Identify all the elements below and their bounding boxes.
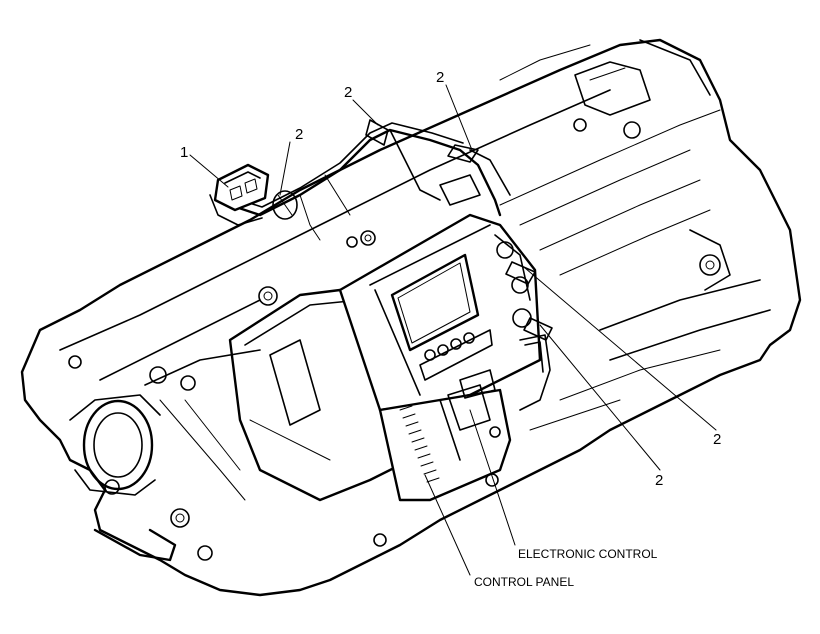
engine-block xyxy=(20,38,802,597)
wiring-harness xyxy=(228,61,651,241)
callout-2-right: 2 xyxy=(713,431,721,448)
callout-2-top-middle: 2 xyxy=(344,84,352,101)
electronic-control-module xyxy=(378,334,551,502)
callout-2-top-right: 2 xyxy=(436,69,444,86)
display-screen xyxy=(390,253,480,352)
cable-tie-b xyxy=(365,119,389,146)
callout-1: 1 xyxy=(180,144,188,161)
cable-tie-a xyxy=(272,190,298,220)
cable-tie-e xyxy=(523,317,553,341)
callout-2-upper-left: 2 xyxy=(295,126,303,143)
cable-tie-d xyxy=(505,261,536,285)
callout-2-lower-right: 2 xyxy=(655,472,663,489)
cylinder-bore xyxy=(68,355,161,496)
control-panel-box xyxy=(338,213,542,412)
connector-1 xyxy=(209,163,270,226)
leader-lines xyxy=(189,84,717,576)
panel-button-2 xyxy=(437,344,449,356)
label-control-panel: CONTROL PANEL xyxy=(474,575,574,589)
cable-tie-c xyxy=(447,144,479,163)
label-electronic-control: ELECTRONIC CONTROL xyxy=(518,547,658,561)
heatsink-fins xyxy=(399,405,440,483)
